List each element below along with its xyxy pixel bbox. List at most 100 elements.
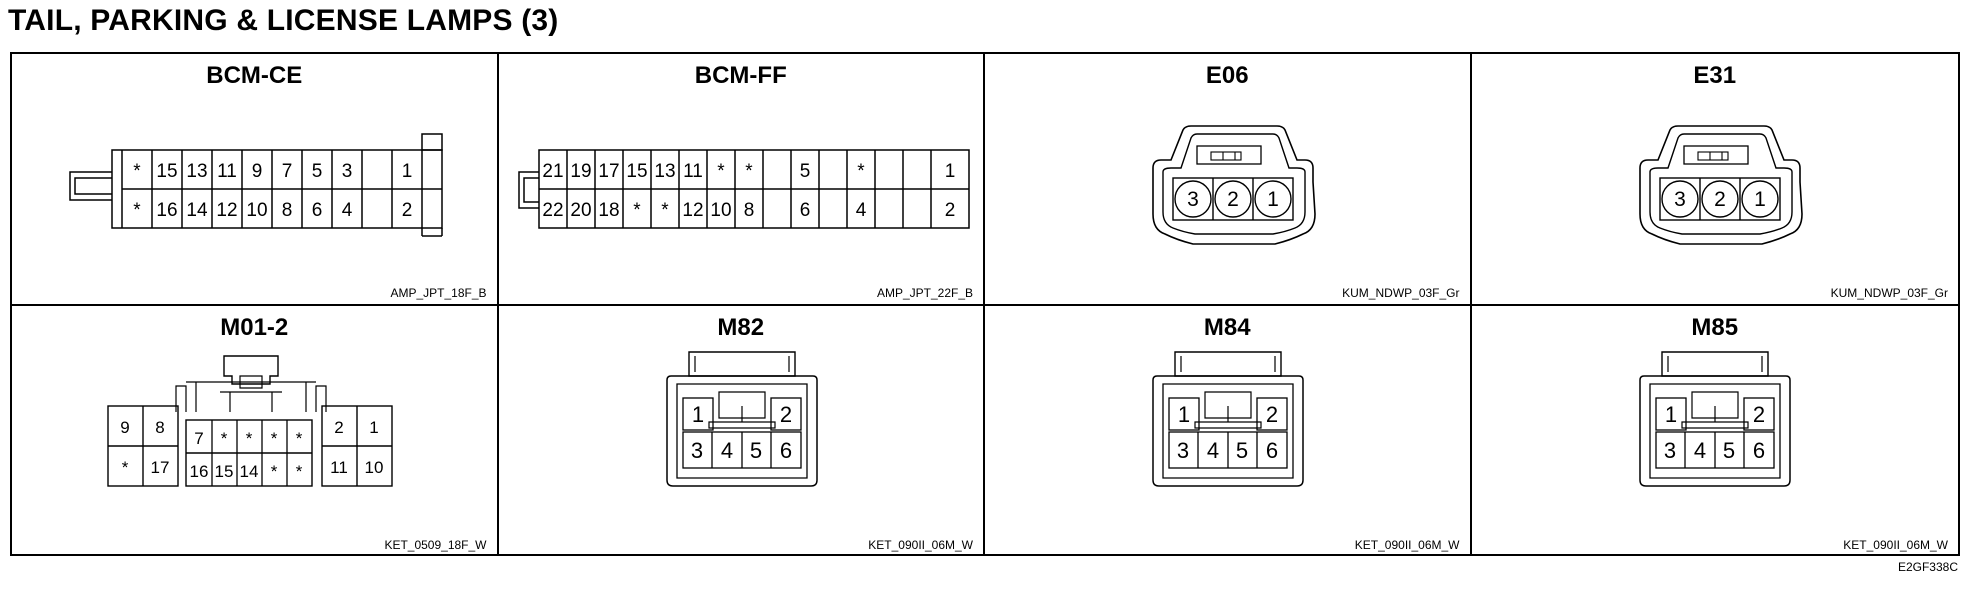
pin-label: 11	[683, 161, 703, 182]
pin-label: *	[246, 429, 253, 448]
pin-label: 16	[156, 200, 177, 221]
connector-grid: BCM-CE *	[10, 52, 1960, 556]
pin-label: *	[633, 200, 641, 221]
pin-label: 2	[1266, 402, 1278, 427]
pin-label: 16	[190, 462, 209, 481]
connector-part-code: AMP_JPT_22F_B	[876, 286, 973, 300]
pin-label: 3	[1187, 188, 1199, 211]
pin-label: 11	[330, 458, 348, 477]
connector-name: M84	[1203, 314, 1251, 341]
pin-label: 2	[779, 402, 791, 427]
pin-label: 10	[365, 458, 384, 477]
pin-label: *	[661, 200, 669, 221]
pin-label: 1	[944, 161, 955, 182]
pin-label: *	[271, 462, 278, 481]
connector-name: BCM-CE	[206, 62, 303, 89]
pin-label: 6	[1752, 438, 1764, 463]
pin-label: 5	[312, 161, 323, 182]
pin-label: 21	[542, 161, 563, 182]
pin-label: 3	[690, 438, 702, 463]
pin-label: 2	[402, 200, 413, 221]
pin-label: *	[133, 161, 141, 182]
pin-label: 15	[626, 161, 647, 182]
connector-cell-e06: E06 3 2 1 KUM_NDWP_03F_Gr	[985, 54, 1472, 306]
pin-label: *	[717, 161, 725, 182]
pin-label: 9	[252, 161, 263, 182]
connector-e06-diagram: 3 2 1	[1152, 125, 1316, 245]
pin-label: *	[296, 462, 303, 481]
connector-part-code: KET_090II_06M_W	[1843, 538, 1948, 552]
pin-label: 4	[1207, 438, 1219, 463]
pin-label: 18	[598, 200, 619, 221]
pin-label: 6	[1266, 438, 1278, 463]
pin-label: 2	[1227, 188, 1239, 211]
connector-cell-m01-2: M01-2 9 8	[12, 306, 499, 556]
pin-label: 3	[342, 161, 353, 182]
pin-label: 6	[799, 200, 810, 221]
connector-cell-e31: E31 3 2 1 KUM_NDWP_03F_Gr	[1471, 54, 1958, 306]
pin-label: 2	[1714, 188, 1726, 211]
connector-part-code: KET_090II_06M_W	[868, 538, 973, 552]
pin-label: 10	[246, 200, 267, 221]
pin-label: 15	[156, 161, 177, 182]
pin-label: 22	[542, 200, 563, 221]
pin-label: 13	[186, 161, 207, 182]
pin-label: 1	[1178, 402, 1190, 427]
pin-label: 9	[120, 418, 129, 437]
pin-label: 3	[1674, 188, 1686, 211]
pin-label: 2	[334, 418, 343, 437]
pin-label: 10	[710, 200, 731, 221]
pin-label: *	[296, 429, 303, 448]
connector-m85-diagram: 1 2 3 4 5 6	[1638, 351, 1791, 487]
pin-label: *	[122, 458, 129, 477]
pin-label: 14	[186, 200, 208, 221]
connector-cell-m85: M85 1 2 3 4 5 6 KET_090II_06M_W	[1472, 306, 1959, 556]
pin-label: 8	[282, 200, 293, 221]
pin-label: 1	[1664, 402, 1676, 427]
connector-m82-diagram: 1 2 3 4 5 6	[665, 351, 818, 487]
pin-label: 8	[155, 418, 164, 437]
pin-label: 8	[743, 200, 754, 221]
pin-label: 3	[1663, 438, 1675, 463]
connector-name: M01-2	[220, 314, 289, 341]
connector-name: M85	[1691, 314, 1739, 341]
pin-label: *	[857, 161, 865, 182]
connector-name: E06	[1205, 62, 1249, 89]
pin-label: 6	[779, 438, 791, 463]
pin-label: 3	[1177, 438, 1189, 463]
pin-label: 1	[1267, 188, 1279, 211]
pin-label: 4	[720, 438, 732, 463]
pin-label: *	[271, 429, 278, 448]
pin-label: 15	[215, 462, 234, 481]
pin-label: 5	[749, 438, 761, 463]
page-title: TAIL, PARKING & LICENSE LAMPS (3)	[8, 4, 559, 37]
pin-label: 1	[691, 402, 703, 427]
pin-label: 1	[369, 418, 378, 437]
pin-label: 19	[570, 161, 591, 182]
pin-label: 5	[799, 161, 810, 182]
pin-label: 17	[598, 161, 619, 182]
connector-cell-m84: M84 1 2 3 4 5 6 KET_090II_06M_W	[985, 306, 1472, 556]
pin-label: *	[745, 161, 753, 182]
connector-m01-2-diagram: 9 8 * 17 7 * * * * 16 15 14 * * 2 1 11 1…	[107, 355, 393, 487]
connector-cell-bcm-ff: BCM-FF 21	[498, 54, 985, 306]
pin-label: 13	[654, 161, 675, 182]
pin-label: 7	[194, 429, 203, 448]
connector-part-code: AMP_JPT_18F_B	[390, 286, 487, 300]
pin-label: *	[133, 200, 141, 221]
pin-label: *	[221, 429, 228, 448]
connector-bcm-ce-diagram: * 15 13 11 9 7 5 3 1 * 16 14 12 10 8 6 4…	[69, 133, 443, 237]
pin-label: 14	[240, 462, 259, 481]
pin-label: 6	[312, 200, 323, 221]
pin-label: 4	[1693, 438, 1705, 463]
connector-m84-diagram: 1 2 3 4 5 6	[1152, 351, 1304, 487]
connector-name: E31	[1693, 62, 1737, 89]
connector-cell-bcm-ce: BCM-CE *	[12, 54, 499, 306]
pin-label: 12	[682, 200, 703, 221]
pin-label: 17	[151, 458, 170, 477]
connector-part-code: KUM_NDWP_03F_Gr	[1342, 286, 1460, 300]
connector-part-code: KUM_NDWP_03F_Gr	[1830, 286, 1948, 300]
pin-label: 7	[282, 161, 293, 182]
connector-name: M82	[717, 314, 765, 341]
pin-label: 12	[216, 200, 237, 221]
